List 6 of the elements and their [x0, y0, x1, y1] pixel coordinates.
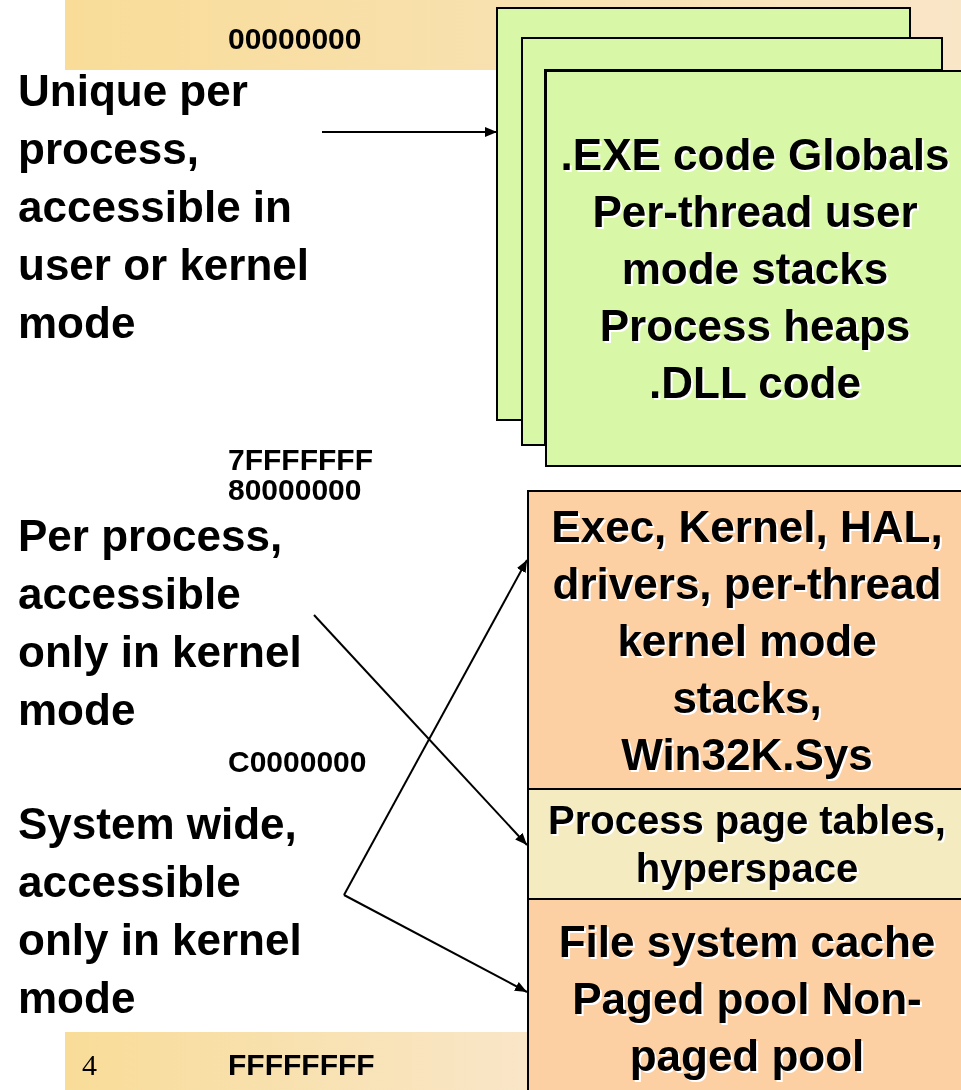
address-label: FFFFFFFF — [228, 1050, 375, 1080]
address-label: 7FFFFFFF — [228, 445, 373, 475]
address-label: 00000000 — [228, 24, 362, 54]
page-number: 4 — [82, 1050, 97, 1080]
address-label: 80000000 — [228, 475, 362, 505]
address-label: C0000000 — [228, 747, 367, 777]
